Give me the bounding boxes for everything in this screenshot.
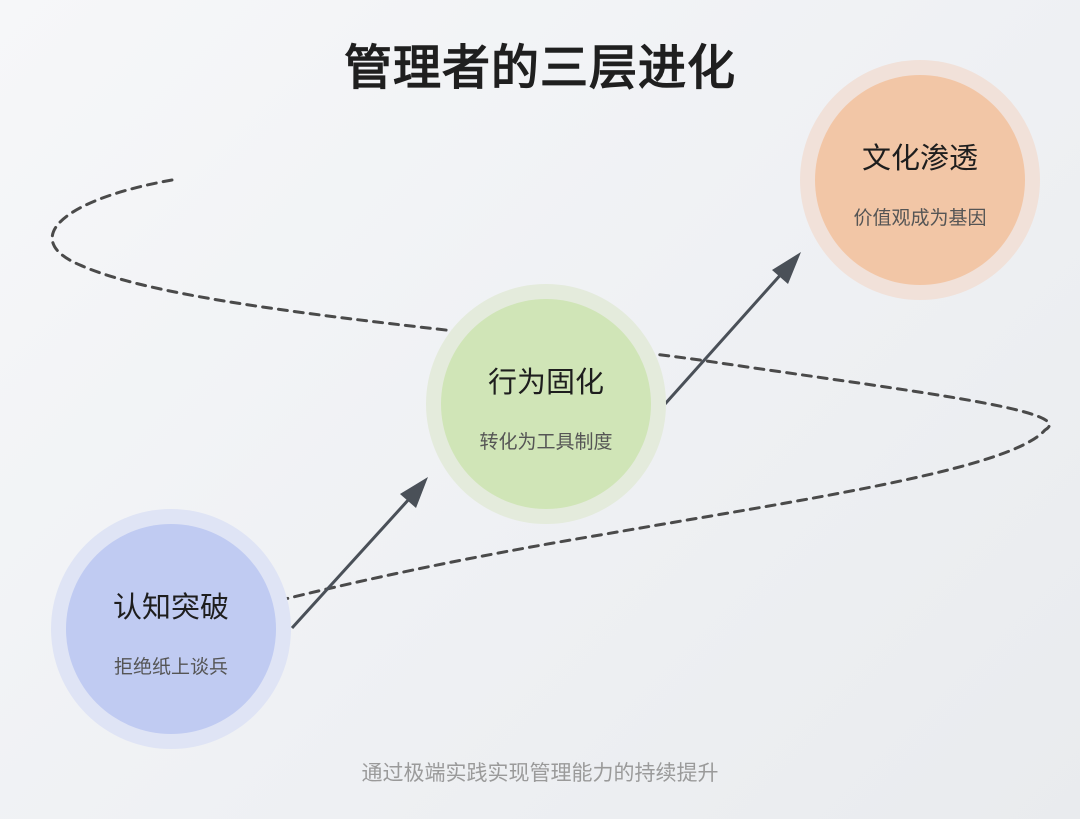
dashed-curve xyxy=(50,178,1051,632)
stage-title: 认知突破 xyxy=(112,590,229,624)
page-title: 管理者的三层进化 xyxy=(343,40,736,96)
footer-caption: 通过极端实践实现管理能力的持续提升 xyxy=(361,761,719,785)
stage-culture: 文化渗透 价值观成为基因 xyxy=(800,60,1040,300)
arrow-icon xyxy=(772,252,801,284)
stage-circle: 行为固化 转化为工具制度 xyxy=(441,299,651,509)
arrow-icon xyxy=(400,477,428,508)
stage-subtitle: 价值观成为基因 xyxy=(853,207,987,229)
stage-subtitle: 拒绝纸上谈兵 xyxy=(113,656,228,678)
stage-title: 文化渗透 xyxy=(861,141,978,175)
stage-title: 行为固化 xyxy=(487,365,604,399)
stage-circle: 文化渗透 价值观成为基因 xyxy=(815,75,1025,285)
stage-cognition: 认知突破 拒绝纸上谈兵 xyxy=(51,509,291,749)
stage-subtitle: 转化为工具制度 xyxy=(479,431,613,453)
stage-behavior: 行为固化 转化为工具制度 xyxy=(426,284,666,524)
arrow-icon xyxy=(663,261,794,405)
stage-circle: 认知突破 拒绝纸上谈兵 xyxy=(66,524,276,734)
arrow-icon xyxy=(290,485,422,630)
